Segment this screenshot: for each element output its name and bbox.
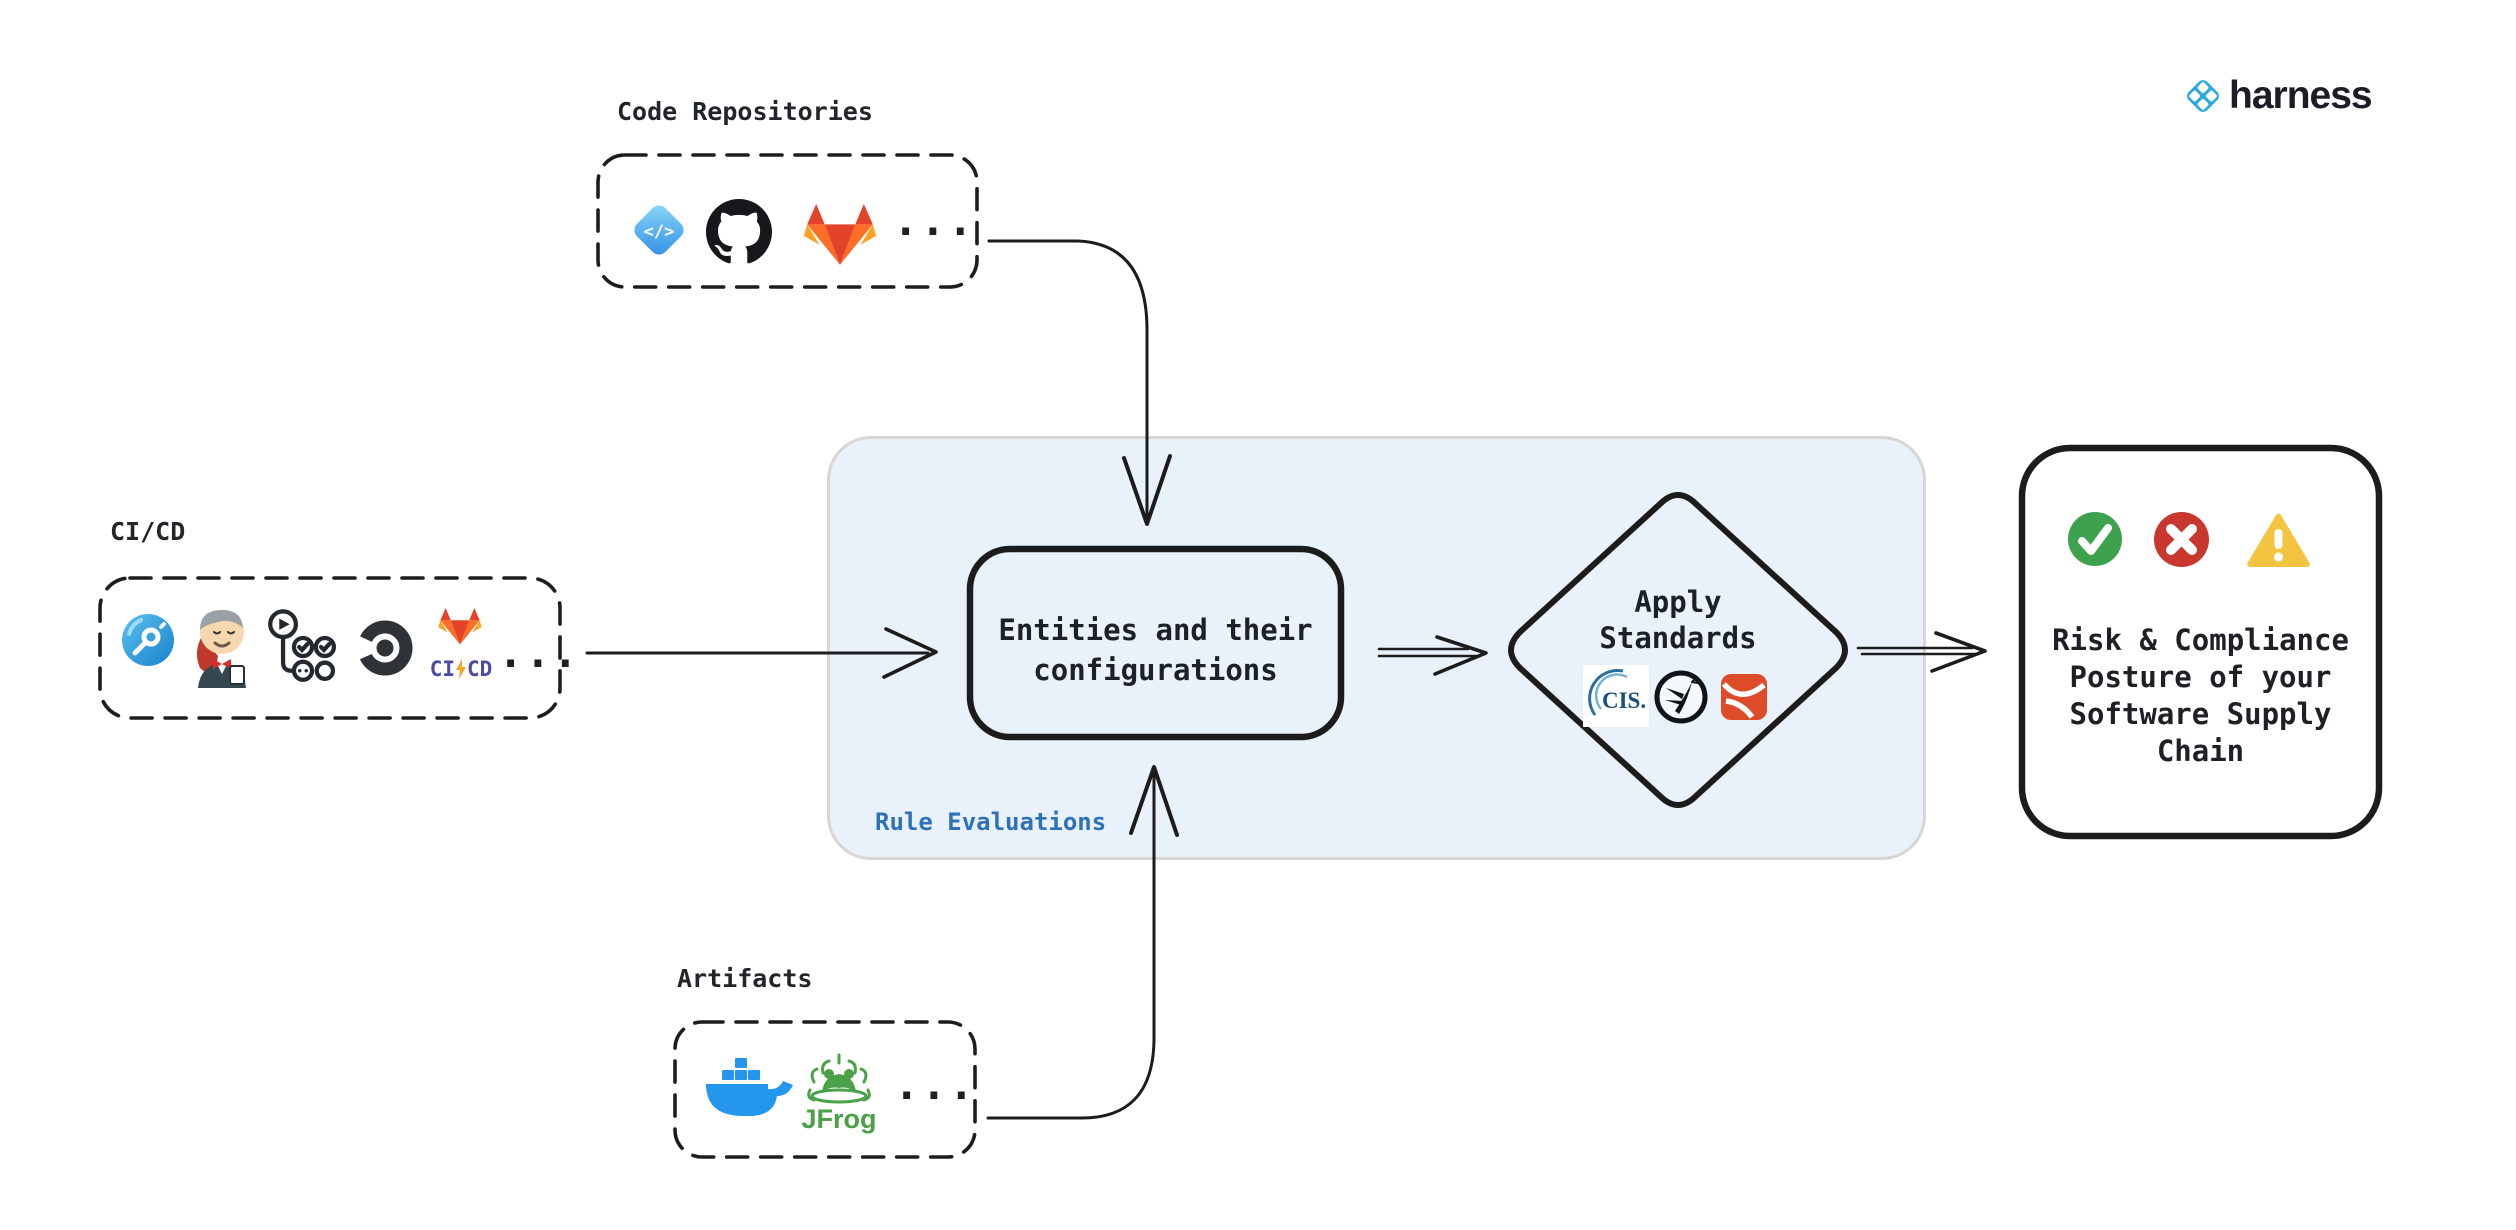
rule-evaluations-label: Rule Evaluations	[875, 808, 1107, 836]
warning-triangle-icon	[2247, 513, 2310, 567]
outcome-text: Risk & Compliance Posture of your Softwa…	[2024, 622, 2377, 770]
cicd-more-icon: ...	[498, 628, 580, 677]
circleci-icon	[357, 620, 413, 676]
arrow-artifacts-to-entities	[986, 765, 1179, 1120]
apply-standards-text: Apply Standards	[1502, 584, 1854, 656]
harness-wordmark: harness	[2229, 74, 2373, 117]
cicd-box	[98, 576, 562, 720]
entities-line2: configurations	[1033, 653, 1278, 687]
entities-box-text: Entities and their configurations	[970, 610, 1341, 690]
gitlab-cd-text: CD	[467, 657, 493, 681]
github-actions-icon	[268, 609, 337, 682]
artifacts-more-icon: ...	[894, 1060, 976, 1109]
arrow-code-repos-to-entities	[987, 239, 1172, 526]
apply-standards-line2: Standards	[1599, 621, 1757, 655]
artifacts-box	[673, 1020, 977, 1159]
harness-ci-icon	[122, 614, 174, 666]
lightning-bolt-icon	[456, 659, 466, 679]
svg-text:</>: </>	[644, 222, 675, 242]
gitlab-cicd-caption: CI CD	[423, 657, 499, 681]
jenkins-icon	[196, 610, 246, 688]
arrow-diamond-to-outcome	[1856, 631, 1987, 673]
code-repositories-box	[596, 153, 979, 289]
outcome-line1: Risk & Compliance	[2052, 623, 2349, 657]
fail-x-icon	[2154, 512, 2209, 567]
harness-logo: harness	[2183, 74, 2373, 118]
pass-check-icon	[2068, 512, 2122, 566]
outcome-line4: Chain	[2156, 734, 2245, 768]
entities-box	[966, 545, 1345, 741]
jfrog-icon: JFrog	[801, 1053, 877, 1134]
gitlab-icon	[803, 203, 877, 265]
code-repositories-more-icon: ...	[893, 196, 975, 245]
cis-benchmark-icon: CIS.	[1583, 665, 1649, 727]
apply-standards-line1: Apply	[1634, 585, 1722, 619]
cicd-label: CI/CD	[110, 517, 186, 546]
arrow-entities-to-diamond	[1377, 635, 1488, 676]
owasp-icon	[1654, 670, 1708, 724]
apply-standards-diamond	[1508, 492, 1848, 808]
github-icon	[706, 199, 772, 264]
jfrog-wordmark: JFrog	[801, 1104, 876, 1134]
docker-icon	[706, 1058, 793, 1116]
gitlab-ci-text: CI	[429, 657, 455, 681]
arrow-cicd-to-entities	[585, 627, 938, 679]
artifacts-label: Artifacts	[677, 964, 813, 993]
outcome-line3: Software Supply	[2069, 697, 2332, 731]
harness-logo-icon	[2187, 80, 2219, 112]
outcome-line2: Posture of your	[2069, 660, 2332, 694]
gitlab-ci-icon	[438, 607, 482, 645]
entities-line1: Entities and their	[998, 613, 1313, 647]
cis-text: CIS.	[1602, 688, 1646, 713]
harness-code-icon: </>	[634, 205, 684, 255]
code-repositories-label: Code Repositories	[617, 97, 873, 126]
standards-ribbon-icon	[1721, 674, 1767, 720]
